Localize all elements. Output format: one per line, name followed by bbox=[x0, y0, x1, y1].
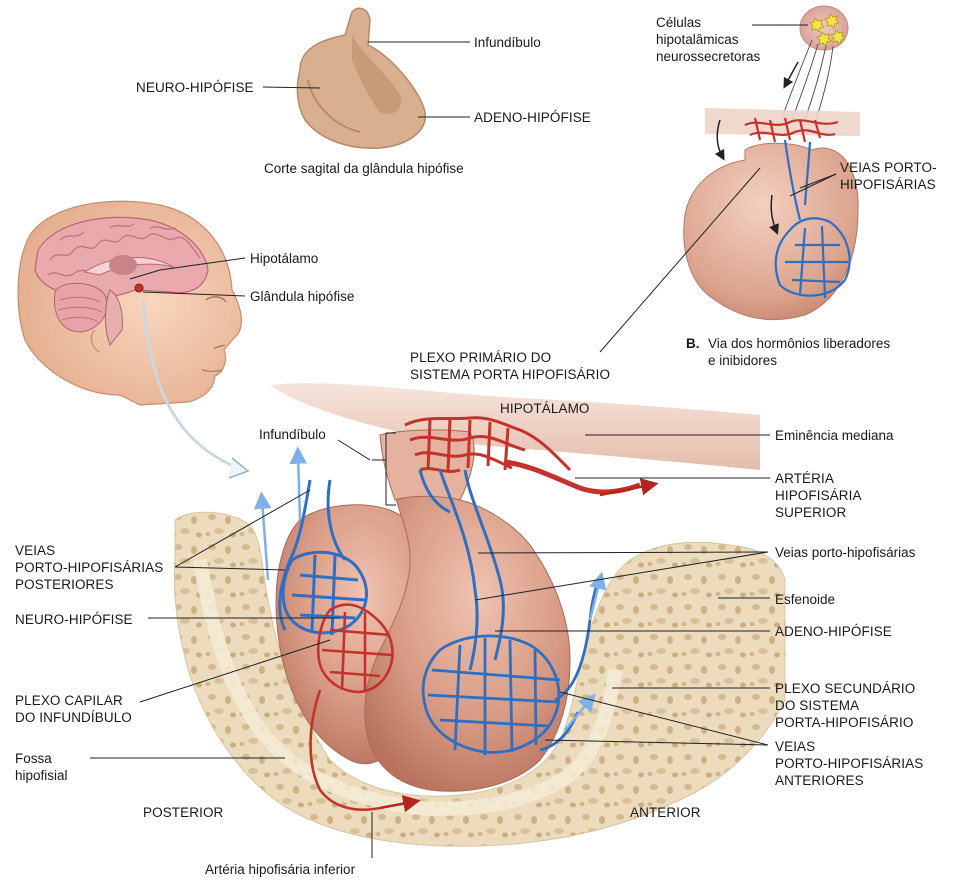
label-plexo-capilar: PLEXO CAPILAR DO INFUNDÍBULO bbox=[15, 693, 132, 725]
label-esfenoide: Esfenoide bbox=[775, 592, 836, 607]
sagittal-section-photo bbox=[296, 7, 426, 149]
label-eminencia-mediana: Eminência mediana bbox=[775, 428, 894, 443]
caption-sagittal-section: Corte sagital da glândula hipófise bbox=[264, 161, 464, 176]
label-hipotalamo-head: Hipotálamo bbox=[250, 251, 319, 266]
label-celulas-neurossecretoras: Células hipotalâmicas neurossecretoras bbox=[656, 15, 761, 64]
label-arteria-hipofisaria-superior: ARTÉRIA HIPOFISÁRIA SUPERIOR bbox=[775, 471, 862, 520]
label-infundibulo-main: Infundíbulo bbox=[259, 427, 326, 442]
label-veias-posteriores: VEIAS PORTO-HIPOFISÁRIAS POSTERIORES bbox=[15, 543, 164, 592]
label-veias-anteriores: VEIAS PORTO-HIPOFISÁRIAS ANTERIORES bbox=[775, 739, 924, 788]
label-veias-porto-main: Veias porto-hipofisárias bbox=[775, 545, 916, 560]
connector-arrow bbox=[141, 299, 239, 470]
label-glandula-hipofise: Glândula hipófise bbox=[250, 289, 355, 304]
caption-panel-b: Via dos hormônios liberadores e inibidor… bbox=[708, 336, 891, 368]
label-veias-porto-b: VEIAS PORTO- HIPOFISÁRIAS bbox=[840, 160, 937, 192]
label-anterior: ANTERIOR bbox=[630, 805, 701, 820]
label-adeno-hipofise-photo: ADENO-HIPÓFISE bbox=[474, 110, 591, 125]
label-arteria-hipofisaria-inferior: Artéria hipofisária inferior bbox=[205, 862, 356, 877]
label-hipotalamo-main: HIPOTÁLAMO bbox=[500, 401, 590, 416]
label-plexo-secundario: PLEXO SECUNDÁRIO DO SISTEMA PORTA-HIPOFI… bbox=[775, 681, 916, 730]
label-adeno-hipofise-main: ADENO-HIPÓFISE bbox=[775, 624, 892, 639]
label-fossa-hipofisial: Fossa hipofisial bbox=[15, 751, 68, 783]
head-illustration bbox=[17, 200, 242, 406]
label-neuro-hipofise-photo: NEURO-HIPÓFISE bbox=[136, 80, 254, 95]
panel-b-letter: B. bbox=[686, 336, 700, 351]
label-plexo-primario: PLEXO PRIMÁRIO DO SISTEMA PORTA HIPOFISÁ… bbox=[410, 350, 611, 382]
main-illustration bbox=[173, 383, 786, 847]
leader-lines bbox=[90, 24, 837, 858]
label-infundibulo-photo: Infundíbulo bbox=[474, 35, 541, 50]
label-neuro-hipofise-main: NEURO-HIPÓFISE bbox=[15, 612, 133, 627]
panel-b-illustration bbox=[683, 5, 860, 321]
label-posterior: POSTERIOR bbox=[143, 805, 224, 820]
